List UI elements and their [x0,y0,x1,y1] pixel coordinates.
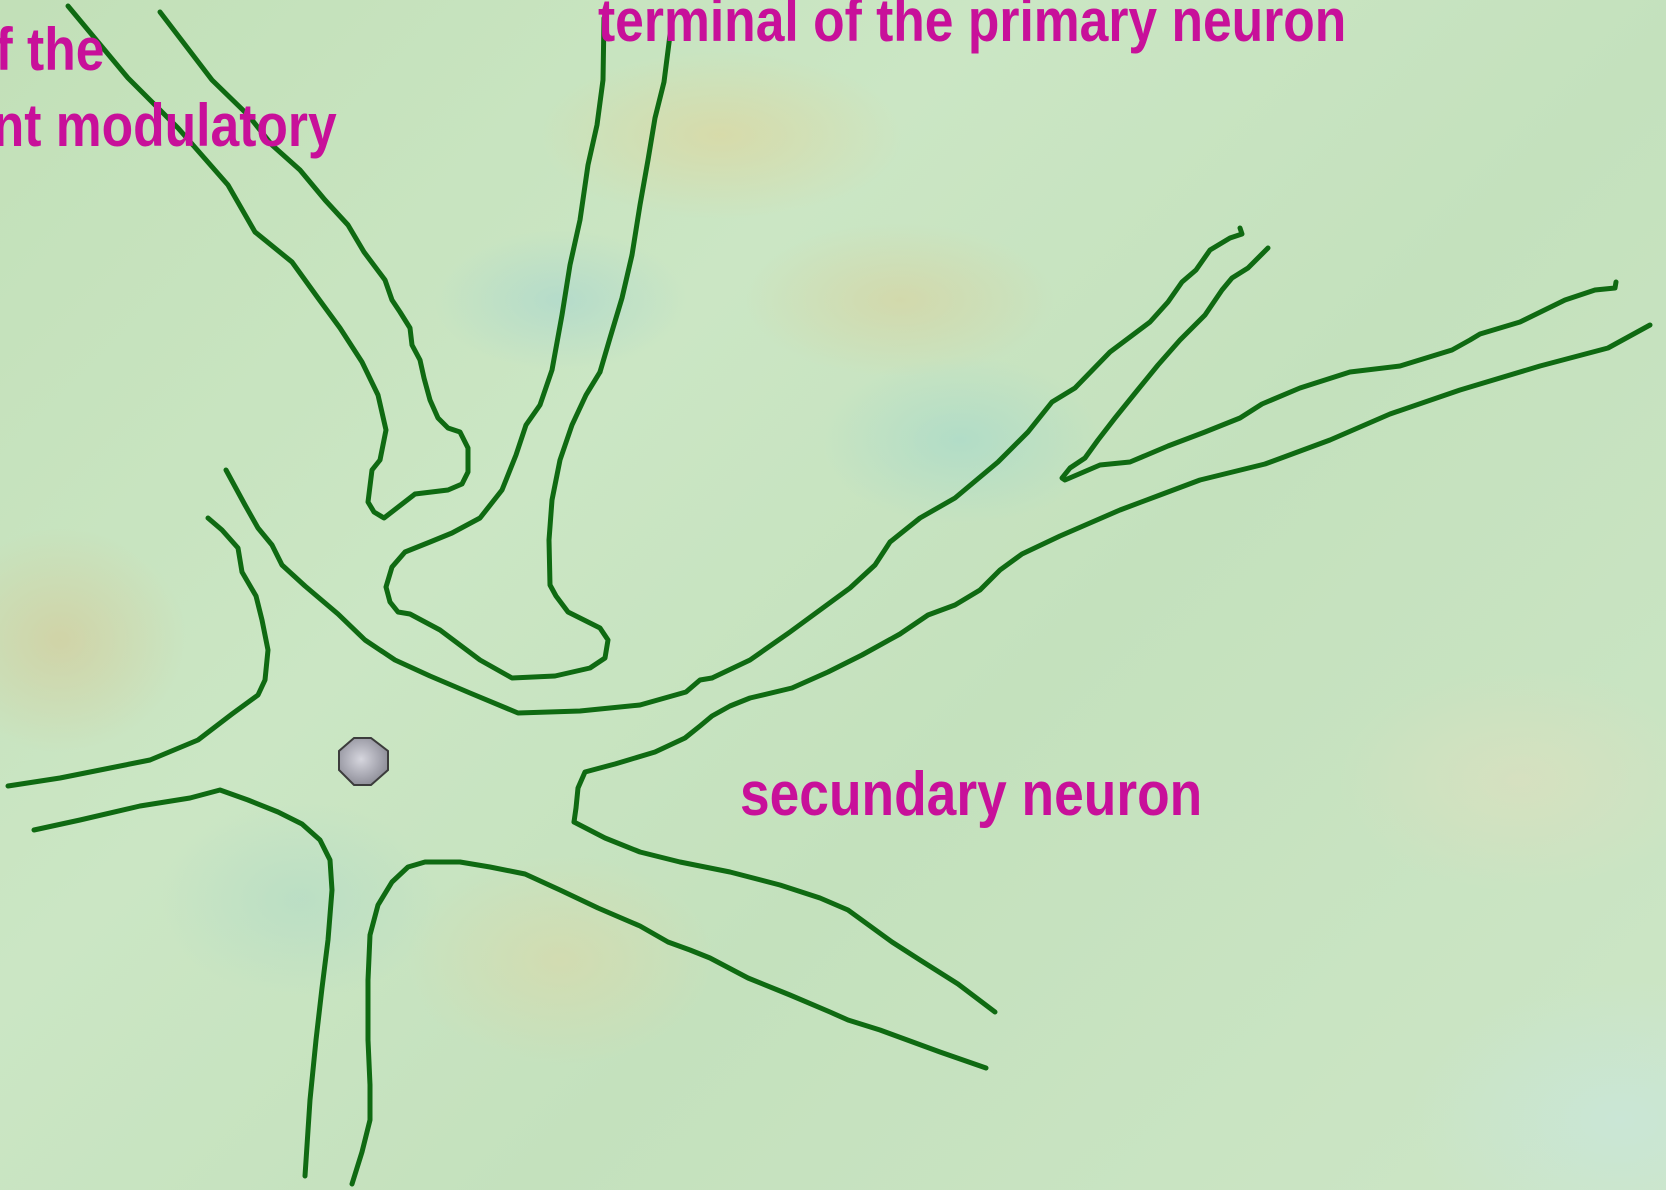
secondary-dendrite-right-upper-edge [712,228,1242,678]
secondary-dendrite-right-lower-edge [574,325,1650,822]
secondary-dendrite-lower-left [34,790,332,1176]
secondary-dendrite-lower-right-upper-edge [574,822,995,1012]
secondary-dendrite-lower-right-lower-edge [352,862,986,1184]
secondary-dendrite-right-fork [1062,248,1616,480]
secondary-dendrite-upper-left-inner [226,470,712,713]
modulatory-label-line-2: ent modulatory [0,88,337,164]
primary-axon-outline-left [386,18,608,678]
secondary-dendrite-upper-left-outer [8,518,268,786]
secondary-neuron-label: secundary neuron [740,764,1202,826]
nucleus-octagon-icon [339,738,388,785]
primary-terminal-label: terminal of the primary neuron [598,0,1346,51]
modulatory-neuron-label: of the ent modulatory [0,12,337,164]
primary-axon-outline-right [600,35,670,372]
modulatory-label-line-1: of the [0,12,337,88]
